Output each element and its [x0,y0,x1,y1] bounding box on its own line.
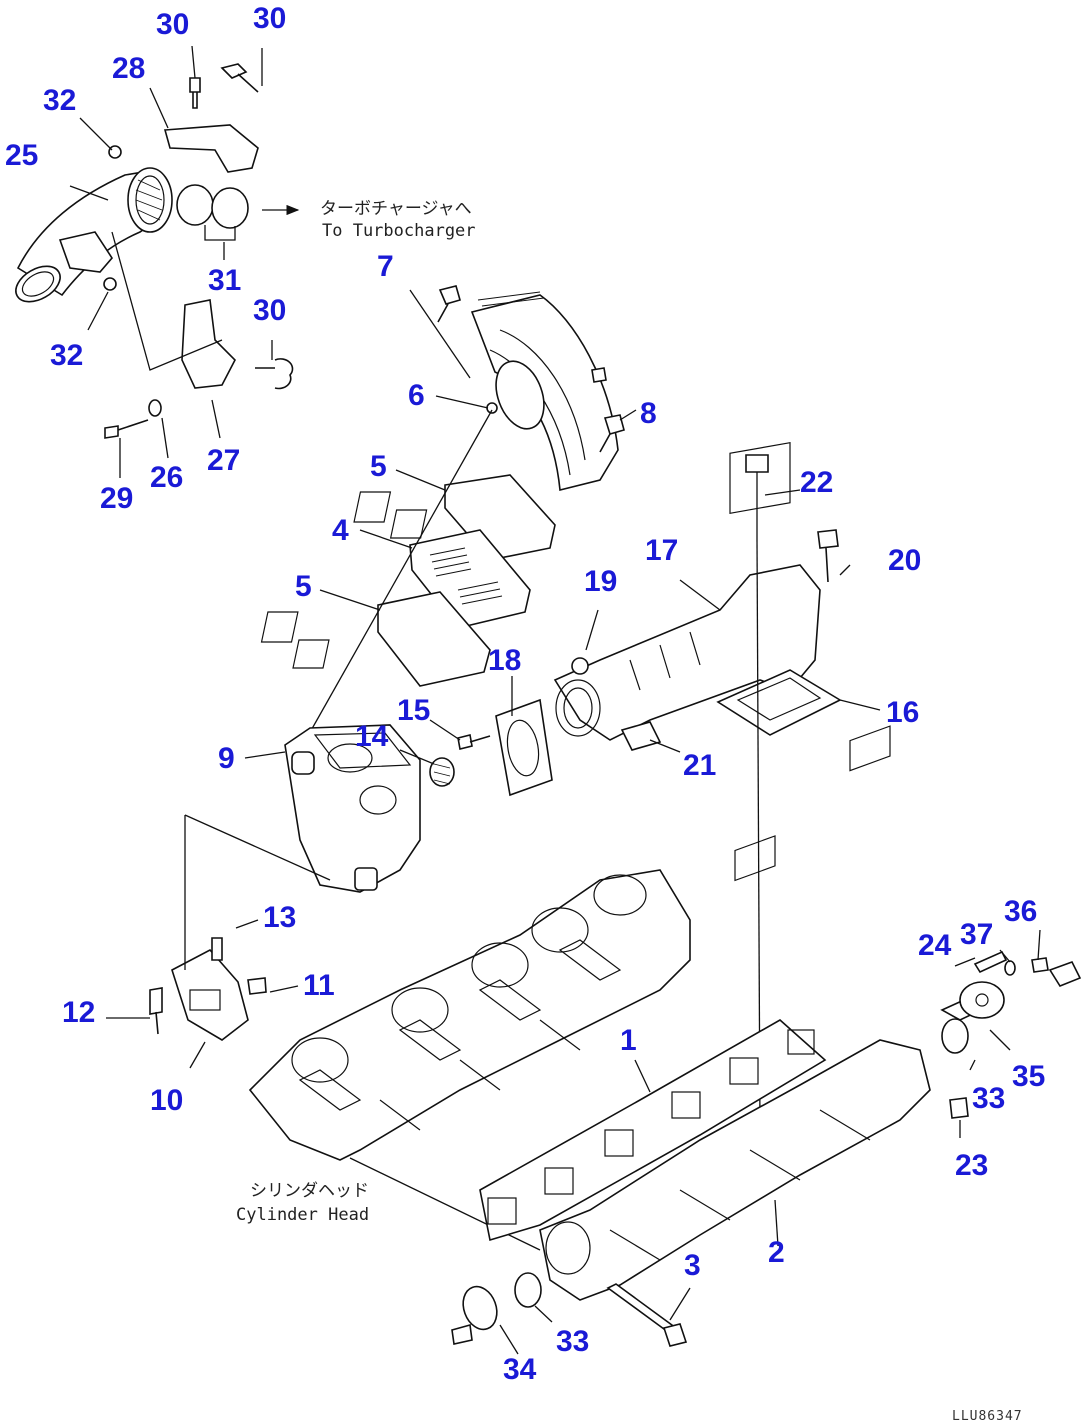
part-label: 25 [5,139,38,172]
part-label: 30 [253,2,286,35]
part-label: 11 [303,969,335,1002]
intake-pipe-group [553,441,881,1131]
part-label: 12 [62,996,95,1029]
part-label: 27 [207,444,240,477]
part-label: 32 [50,339,83,372]
intake-housing-group [244,676,553,893]
part-label: 19 [584,565,617,598]
part-label: 35 [1012,1060,1045,1093]
note-turbocharger-jp: ターボチャージャへ [320,199,472,219]
part-label: 16 [886,696,919,729]
gasket-heater-group [260,409,556,751]
part-label: 8 [640,397,657,430]
part-label: 33 [972,1082,1005,1115]
exhaust-manifold-group [451,725,931,1355]
part-label: 30 [156,8,189,41]
part-label: 29 [100,482,133,515]
part-label: 33 [556,1325,589,1358]
part-label: 7 [377,250,394,283]
part-label: 3 [684,1249,701,1282]
part-label: 2 [768,1236,785,1269]
part-label: 34 [503,1353,537,1386]
part-label: 6 [408,379,425,412]
part-label: 18 [488,644,521,677]
part-label: 9 [218,742,235,775]
part-labels: 30 30 28 32 25 31 32 30 29 26 27 7 6 8 5… [5,2,1045,1386]
note-cylinder-head-en: Cylinder Head [236,1205,369,1225]
part-label: 5 [370,450,387,483]
cylinder-head-group [248,869,691,1251]
part-label: 20 [888,544,921,577]
part-label: 22 [800,466,833,499]
part-label: 23 [955,1149,988,1182]
part-label: 1 [620,1024,637,1057]
part-label: 24 [918,929,952,962]
drawing-code: LLU86347 [952,1409,1023,1424]
note-turbocharger-en: To Turbocharger [322,221,476,241]
part-label: 14 [355,720,389,753]
part-label: 36 [1004,895,1037,928]
part-label: 26 [150,461,183,494]
part-label: 30 [253,294,286,327]
part-label: 21 [683,749,716,782]
part-label: 31 [208,264,241,297]
right-fittings-group [940,929,1082,1138]
part-label: 32 [43,84,76,117]
part-label: 13 [263,901,296,934]
part-label: 10 [150,1084,183,1117]
note-cylinder-head-jp: シリンダヘッド [250,1181,369,1201]
manifold-gasket-group [479,1019,827,1242]
part-label: 28 [112,52,145,85]
intake-elbow-group [15,45,300,478]
part-label: 37 [960,918,993,951]
bracket-group [106,814,331,1069]
part-label: 5 [295,570,312,603]
part-label: 15 [397,694,430,727]
part-label: 4 [332,514,349,547]
intake-connector-group [409,285,637,492]
part-label: 17 [645,534,678,567]
